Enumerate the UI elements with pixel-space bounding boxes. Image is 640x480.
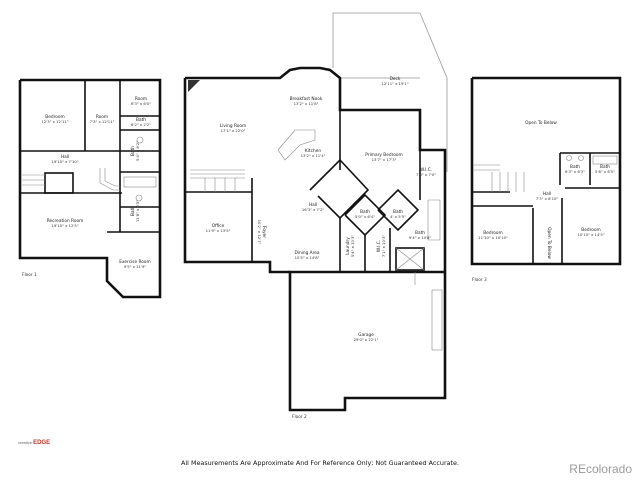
floor-3-label: Floor 3 <box>472 277 487 283</box>
room-dims: 13'2" x 11'4" <box>301 153 326 158</box>
room-dims: 19'10" x 7'10" <box>51 159 78 164</box>
room-dims: 9'4" x 14'8" <box>409 235 432 240</box>
room-label: Bedroom <box>45 114 64 120</box>
room-label: Bath <box>360 209 370 215</box>
room-dims: 5'6" x 6'5" <box>595 169 615 174</box>
room-label: Open To Below <box>546 227 552 259</box>
room-label: Bedroom <box>581 227 600 233</box>
room-label: Bedroom <box>483 230 502 236</box>
room-label: Bath <box>415 230 425 236</box>
room-label: W.I.C. <box>420 167 432 173</box>
room-label: Hall <box>309 202 317 208</box>
room-dims: 16'3" x 7'2" <box>302 207 325 212</box>
room-dims: 13'7" x 17'3" <box>372 157 397 162</box>
room-dims: 7'1" x 10'3" <box>381 235 386 258</box>
room-label: Hall <box>543 191 551 197</box>
room-dims: 7'3" x 12'11" <box>90 119 115 124</box>
room-dims: 5'4" x 10'3" <box>350 235 355 258</box>
room-label: Kitchen <box>305 148 321 154</box>
floor-2-plan: Deck 12'11" x 19'1" Breakfast Nook 13'2"… <box>183 12 448 420</box>
room-label: Hall <box>61 154 69 160</box>
room-dims: 11'8" x 6'5" <box>135 200 140 223</box>
room-label: Laundry <box>345 237 351 255</box>
room-dims: 29'0" x 22'1" <box>354 337 379 342</box>
room-label: Bath <box>393 209 403 215</box>
room-dims: 7'3" x 8'10" <box>536 196 559 201</box>
room-label: Bath <box>130 146 136 156</box>
room-label: Bath <box>570 164 580 170</box>
room-label: Room <box>96 114 108 120</box>
room-dims: 10'2" x 12'7" <box>257 220 262 245</box>
room-label: Bath <box>136 117 146 123</box>
room-label: Exercise Room <box>119 259 150 265</box>
room-dims: 5'0" x 6'4" <box>355 214 375 219</box>
room-dims: 6'3" x 6'0" <box>131 101 151 106</box>
room-label: Bath <box>130 206 136 216</box>
room-dims: 7'6" x 7'0" <box>416 172 436 177</box>
room-label: Dining Area <box>294 250 319 256</box>
room-label: Open To Below <box>525 120 557 126</box>
room-label: Room <box>135 96 147 102</box>
room-dims: 10'5" x 14'8" <box>295 255 320 260</box>
floor-2-label: Floor 2 <box>292 414 307 420</box>
room-dims: 6'3" x 6'3" <box>565 169 585 174</box>
room-dims: 11'10" x 10'10" <box>478 235 508 240</box>
recolorado-brand: REcolorado <box>569 462 632 476</box>
room-dims: 19'10" x 12'5" <box>51 223 78 228</box>
room-label: Deck <box>390 76 401 82</box>
floor-3-plan: Open To Below Bath 6'3" x 6'3" Bath 5'6"… <box>470 76 622 283</box>
room-dims: 13'2" x 11'8" <box>294 101 319 106</box>
room-label: W.I.C. <box>376 240 382 252</box>
room-dims: 4' x 5'5" <box>390 214 406 219</box>
room-label: Bath <box>600 164 610 170</box>
room-dims: 10'10" x 14'5" <box>577 232 604 237</box>
room-label: Foyer <box>261 226 267 238</box>
room-label: Recreation Room <box>47 218 84 224</box>
room-dims: 5'4" x 8'2" <box>135 141 140 161</box>
room-dims: 11'9" x 13'5" <box>206 228 231 233</box>
room-dims: 17'1" x 22'0" <box>221 128 246 133</box>
creative-edge-logo: creative EDGE <box>18 440 51 446</box>
room-dims: 6'2" x 2'2" <box>131 122 151 127</box>
room-label: Living Room <box>220 123 246 129</box>
room-dims: 9'5" x 11'9" <box>124 264 147 269</box>
room-label: Office <box>212 223 225 229</box>
room-label: Primary Bedroom <box>365 152 402 158</box>
floor-1-plan: Bedroom 12'3" x 12'11" Room 7'3" x 12'11… <box>18 78 162 299</box>
room-dims: 12'3" x 12'11" <box>41 119 68 124</box>
room-dims: 12'11" x 19'1" <box>381 81 408 86</box>
floor-1-label: Floor 1 <box>22 272 37 278</box>
room-label: Breakfast Nook <box>290 96 323 102</box>
disclaimer: All Measurements Are Approximate And For… <box>181 459 459 467</box>
room-label: Garage <box>358 332 374 338</box>
